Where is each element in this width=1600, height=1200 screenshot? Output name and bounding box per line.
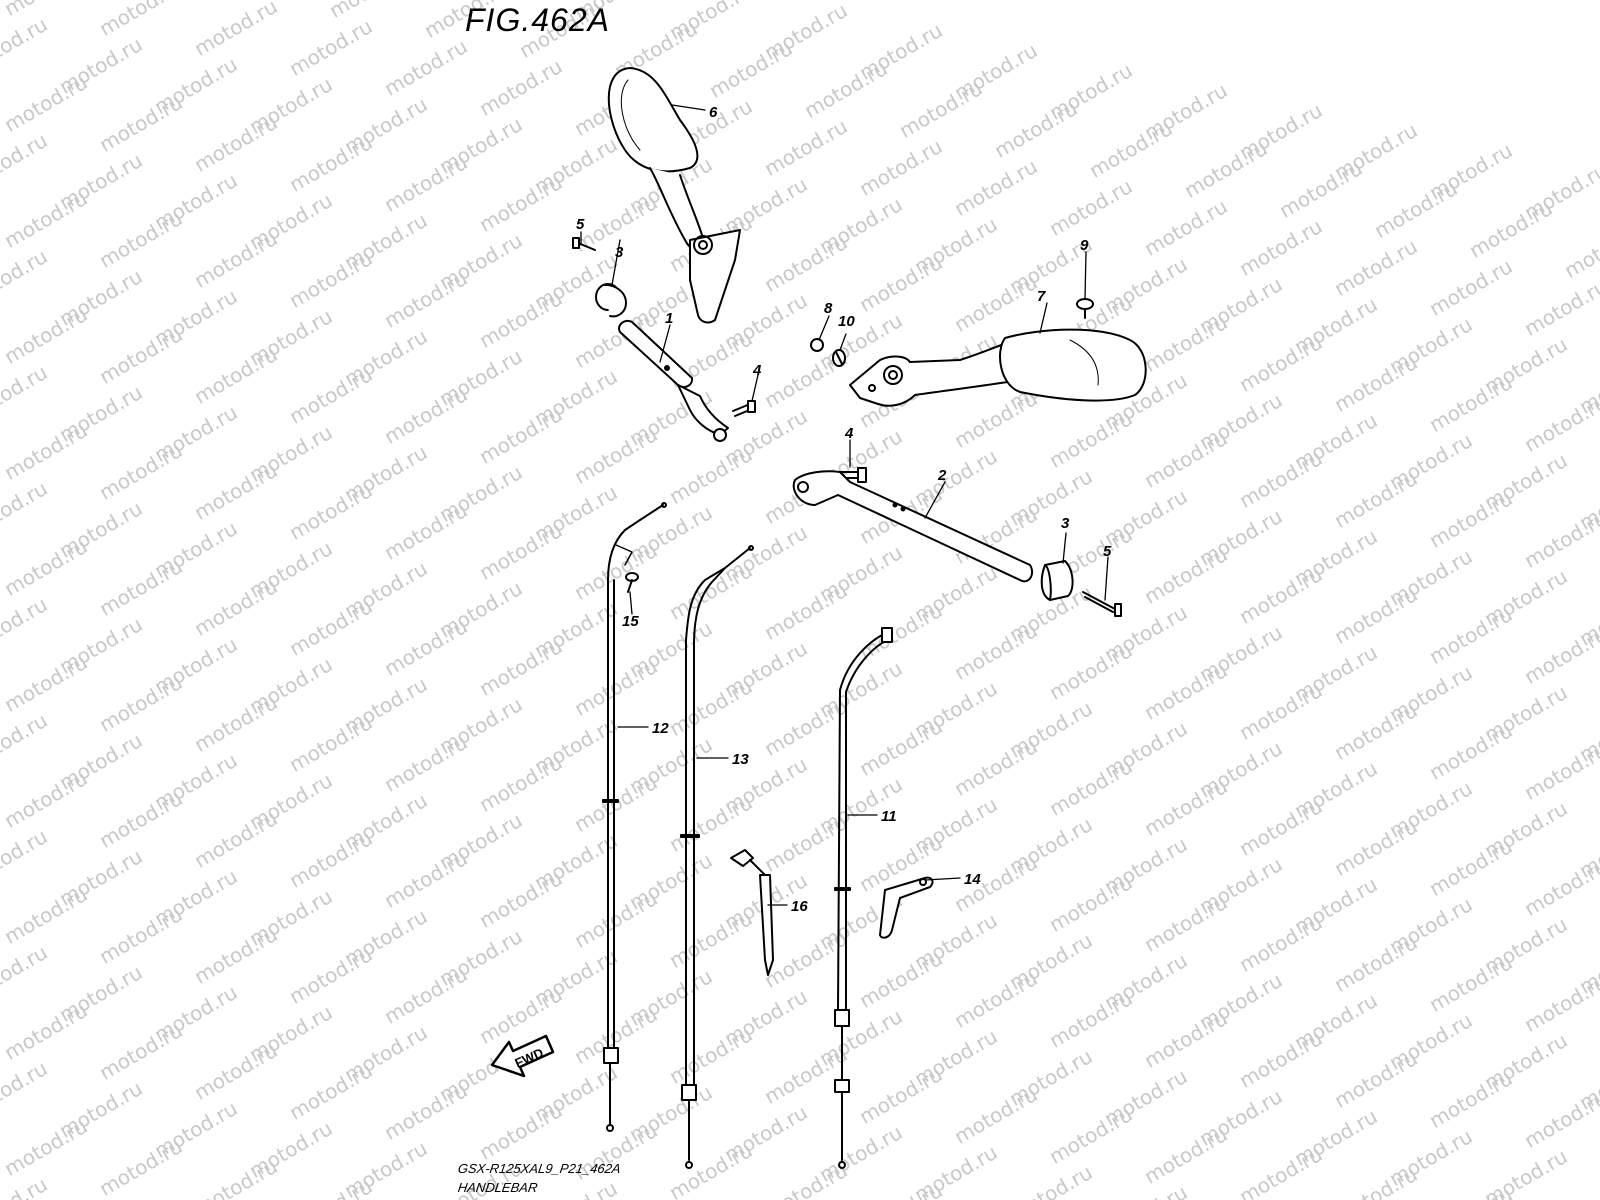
left-handlebar (618, 319, 729, 442)
callout-5: 5 (1103, 543, 1112, 560)
callout-16: 16 (791, 898, 808, 915)
callout-11: 11 (881, 808, 897, 825)
footer-code: GSX-R125XAL9_P21_462A (456, 1161, 622, 1176)
left-mirror (607, 67, 741, 324)
callout-13: 13 (732, 751, 749, 768)
callout-8: 8 (824, 300, 833, 317)
clutch-cable (834, 627, 893, 1169)
cap (810, 338, 824, 352)
mirror-cover-screw (1076, 298, 1094, 319)
callout-4: 4 (844, 425, 854, 442)
footer-name: HANDLEBAR (456, 1180, 539, 1195)
bar-end-screw-left (572, 237, 596, 251)
callout-4: 4 (752, 362, 762, 379)
clamp-bolt-left (732, 400, 756, 417)
bar-end-screw-right (1082, 591, 1122, 617)
cable-tie (730, 849, 774, 976)
callout-3: 3 (615, 244, 624, 261)
fwd-arrow (490, 1034, 555, 1078)
callout-1: 1 (665, 310, 673, 327)
right-mirror (849, 328, 1147, 407)
callout-2: 2 (937, 467, 947, 484)
leader-lines (580, 104, 1109, 906)
callout-3: 3 (1061, 515, 1070, 532)
callout-5: 5 (576, 216, 585, 233)
cable-bracket (879, 876, 934, 939)
callout-14: 14 (964, 871, 981, 888)
bar-end-weight-left (595, 283, 627, 318)
figure-title: FIG.462A (465, 2, 610, 38)
cable-guide-screw (625, 572, 639, 593)
callout-12: 12 (652, 720, 669, 737)
throttle-cable-2 (680, 545, 754, 1169)
callout-7: 7 (1037, 288, 1046, 305)
callout-10: 10 (838, 313, 855, 330)
right-handlebar (792, 470, 1034, 583)
bar-end-weight-right (1040, 560, 1074, 601)
callout-15: 15 (622, 613, 639, 630)
callout-numbers: 6 5 3 1 4 8 10 9 7 4 2 3 5 15 12 13 11 1… (513, 104, 1112, 1071)
callout-6: 6 (709, 104, 718, 121)
callout-9: 9 (1080, 237, 1089, 254)
mirror-screw (832, 349, 846, 367)
throttle-cable-1 (602, 502, 667, 1132)
